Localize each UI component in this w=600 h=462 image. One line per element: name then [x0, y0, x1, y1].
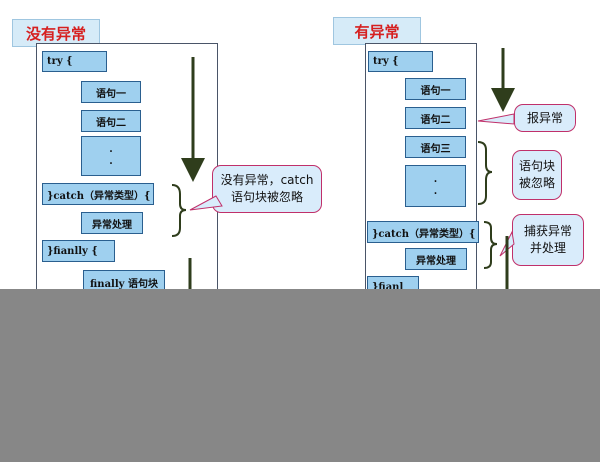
left-finally-label: }fianlly { [42, 240, 115, 262]
left-dots: . [109, 144, 113, 155]
right-brace-ignore [477, 141, 493, 205]
left-callout: 没有异常，catch 语句块被忽略 [212, 165, 322, 213]
left-try-label: try { [42, 51, 107, 72]
right-dots: . [433, 174, 438, 185]
right-statement-3: 语句三 [405, 136, 466, 158]
right-callout-ignore: 语句块 被忽略 [512, 150, 562, 200]
right-try-label: try { [368, 51, 433, 72]
right-brace-catch [483, 221, 498, 269]
left-exception-handling: 异常处理 [81, 212, 143, 234]
left-dots-2: . [109, 156, 113, 167]
left-statement-2: 语句二 [81, 110, 141, 132]
right-callout-throw: 报异常 [514, 104, 576, 132]
right-catch-label: }catch（异常类型）{ [367, 221, 479, 243]
right-exception-handling: 异常处理 [405, 248, 467, 270]
right-dots-box: . . [405, 165, 466, 207]
right-dots-2: . [433, 186, 438, 197]
left-statement-1: 语句一 [81, 81, 141, 103]
gray-overlay-left [0, 289, 600, 462]
left-title: 没有异常 [12, 19, 100, 47]
right-statement-2: 语句二 [405, 107, 466, 129]
right-throw-pointer [477, 113, 515, 125]
left-catch-label: }catch（异常类型）{ [42, 183, 154, 205]
right-callout-catch: 捕获异常 并处理 [512, 214, 584, 266]
left-dots-box: . . [81, 136, 141, 176]
left-brace [171, 184, 187, 237]
right-statement-1: 语句一 [405, 78, 466, 100]
left-callout-pointer [189, 195, 223, 211]
